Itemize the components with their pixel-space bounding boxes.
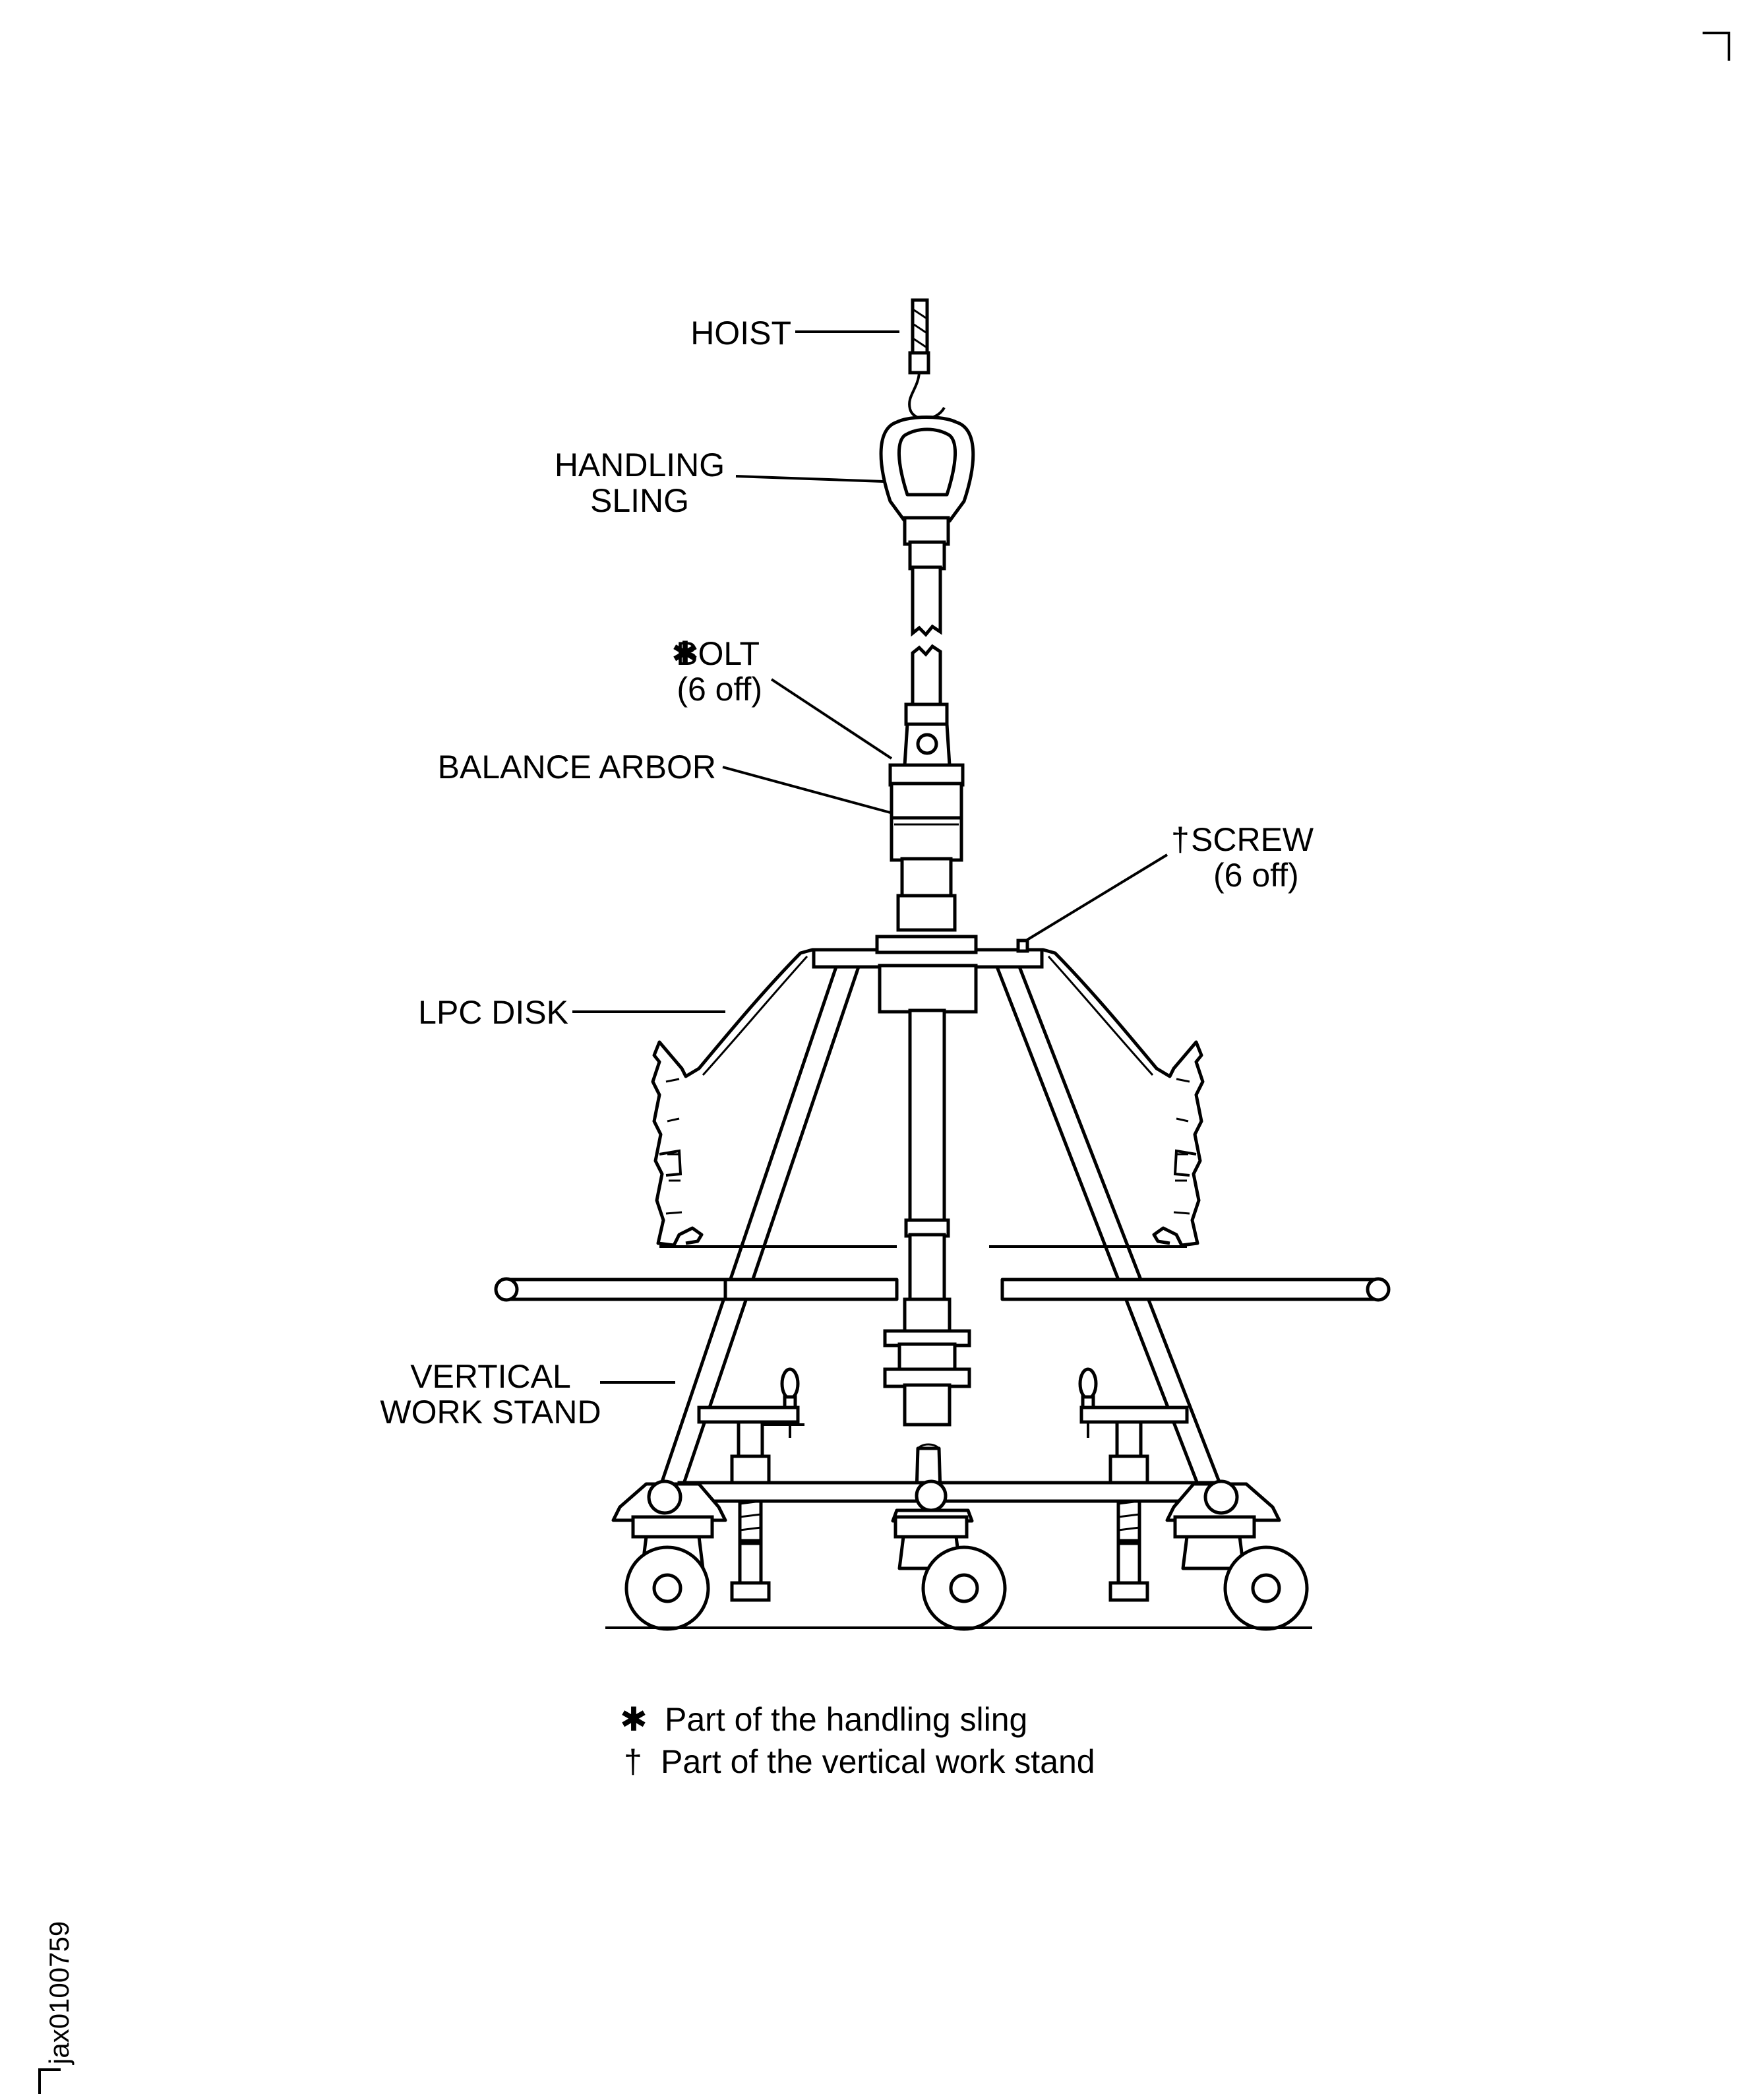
label-bolt: BOLT	[676, 635, 760, 672]
lpc-disk-right	[1043, 948, 1205, 1247]
assembly-illustration	[494, 298, 1391, 1631]
legend-mark-dagger: †	[624, 1743, 642, 1780]
lpc-disk-left	[651, 948, 813, 1247]
screw-dagger-mark: †	[1171, 821, 1190, 858]
label-handling-sling-line2: SLING	[590, 482, 689, 519]
label-handling-sling-line1: HANDLING	[555, 447, 725, 483]
leader-lines	[572, 330, 1168, 1384]
bolt-asterisk-mark: ✱	[671, 635, 699, 672]
legend-mark-asterisk: ✱	[620, 1701, 648, 1738]
leader-balance-arbor	[722, 766, 891, 814]
caster-right	[1173, 1515, 1309, 1631]
stand-center-column	[883, 1008, 971, 1494]
crop-mark-top-right	[1703, 32, 1730, 61]
legend-text-vertical-work-stand: Part of the vertical work stand	[661, 1743, 1095, 1780]
label-vertical-work-stand-line1: VERTICAL	[410, 1358, 571, 1395]
leader-screw	[1025, 853, 1168, 942]
caster-center	[893, 1515, 1007, 1631]
label-balance-arbor: BALANCE ARBOR	[438, 749, 716, 786]
legend: ✱ Part of the handling sling † Part of t…	[620, 1701, 1095, 1780]
legend-text-handling-sling: Part of the handling sling	[665, 1701, 1027, 1738]
label-vertical-work-stand-line2: WORK STAND	[380, 1394, 601, 1431]
figure-id: jax0100759	[44, 1921, 75, 2066]
label-screw: SCREW	[1191, 821, 1314, 858]
leader-handling-sling	[735, 475, 884, 483]
handling-sling-shackle	[879, 416, 975, 571]
leader-bolt	[770, 678, 893, 760]
label-lpc-disk: LPC DISK	[418, 994, 568, 1031]
stand-top-plate	[812, 935, 1044, 1014]
caster-left	[624, 1515, 714, 1631]
label-bolt-line2: (6 off)	[677, 671, 762, 708]
hoist-cable	[908, 298, 946, 420]
callout-labels: HOIST HANDLING SLING ✱ ✱ BOLT (6 off) BA…	[380, 315, 1314, 1431]
label-screw-line2: (6 off)	[1213, 857, 1299, 894]
stand-horizontal-bars	[494, 1245, 1391, 1302]
sling-rod	[903, 565, 952, 767]
label-hoist: HOIST	[690, 315, 791, 352]
crop-mark-bottom-left	[38, 2068, 61, 2094]
balance-arbor	[888, 763, 965, 932]
screw-jack-right	[1078, 1367, 1189, 1602]
stand-base-frame	[611, 1479, 1281, 1523]
